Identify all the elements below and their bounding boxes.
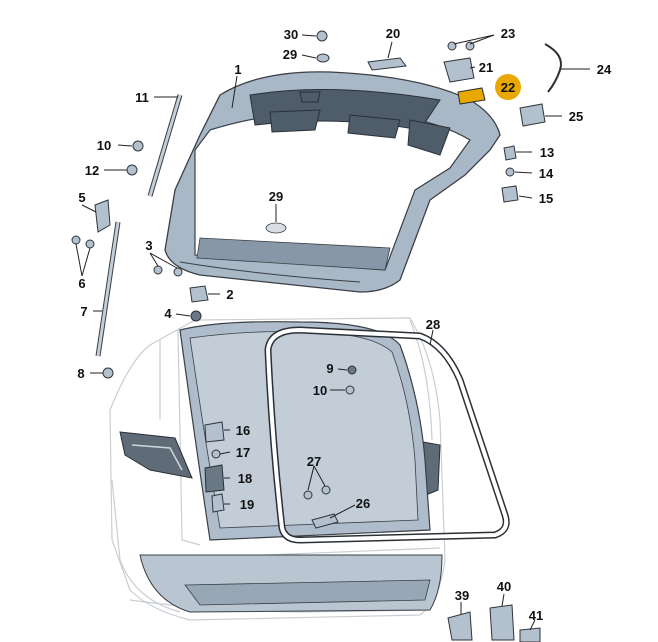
callout-40[interactable]: 40 <box>497 579 511 594</box>
svg-text:3: 3 <box>145 238 152 253</box>
callout-28[interactable]: 28 <box>426 317 440 332</box>
callout-10-lower[interactable]: 10 <box>313 383 327 398</box>
callout-8[interactable]: 8 <box>77 366 84 381</box>
svg-text:23: 23 <box>501 26 515 41</box>
svg-text:17: 17 <box>236 445 250 460</box>
bolts-left <box>71 140 183 379</box>
svg-text:16: 16 <box>236 423 250 438</box>
svg-text:40: 40 <box>497 579 511 594</box>
callout-29-top[interactable]: 29 <box>283 47 297 62</box>
svg-text:20: 20 <box>386 26 400 41</box>
svg-text:10: 10 <box>313 383 327 398</box>
svg-text:14: 14 <box>539 166 554 181</box>
callout-2[interactable]: 2 <box>226 287 233 302</box>
right-clips <box>501 145 519 203</box>
callout-24[interactable]: 24 <box>597 62 612 77</box>
svg-text:7: 7 <box>80 304 87 319</box>
svg-text:28: 28 <box>426 317 440 332</box>
svg-text:2: 2 <box>226 287 233 302</box>
callout-15[interactable]: 15 <box>539 191 553 206</box>
callout-4[interactable]: 4 <box>164 306 172 321</box>
leader-lines <box>75 34 590 631</box>
callout-16[interactable]: 16 <box>236 423 250 438</box>
tail-light <box>119 431 193 479</box>
callout-29-lid[interactable]: 29 <box>269 189 283 204</box>
svg-text:1: 1 <box>234 62 241 77</box>
callout-41[interactable]: 41 <box>529 608 543 623</box>
svg-text:19: 19 <box>240 497 254 512</box>
svg-text:18: 18 <box>238 471 252 486</box>
svg-text:25: 25 <box>569 109 583 124</box>
callout-22[interactable]: 22 <box>495 74 521 100</box>
callout-9[interactable]: 9 <box>326 361 333 376</box>
callout-30[interactable]: 30 <box>284 27 298 42</box>
svg-text:12: 12 <box>85 163 99 178</box>
svg-text:30: 30 <box>284 27 298 42</box>
svg-text:6: 6 <box>78 276 85 291</box>
callout-14[interactable]: 14 <box>539 166 554 181</box>
rear-opening-panel <box>179 321 431 541</box>
svg-text:13: 13 <box>540 145 554 160</box>
svg-text:39: 39 <box>455 588 469 603</box>
svg-text:8: 8 <box>77 366 84 381</box>
callout-7[interactable]: 7 <box>80 304 87 319</box>
callout-12[interactable]: 12 <box>85 163 99 178</box>
callout-1[interactable]: 1 <box>234 62 241 77</box>
callout-20[interactable]: 20 <box>386 26 400 41</box>
tailgate-lid <box>164 71 501 293</box>
callout-21[interactable]: 21 <box>479 60 493 75</box>
svg-text:4: 4 <box>164 306 172 321</box>
rear-bumper <box>139 554 443 613</box>
bottom-right-parts <box>447 604 541 642</box>
svg-text:11: 11 <box>135 90 149 105</box>
callout-10-upper[interactable]: 10 <box>97 138 111 153</box>
svg-text:29: 29 <box>283 47 297 62</box>
svg-text:29: 29 <box>269 189 283 204</box>
callout-39[interactable]: 39 <box>455 588 469 603</box>
callout-3[interactable]: 3 <box>145 238 152 253</box>
svg-text:5: 5 <box>78 190 85 205</box>
callout-23[interactable]: 23 <box>501 26 515 41</box>
hinge-bracket <box>94 199 111 233</box>
svg-text:24: 24 <box>597 62 612 77</box>
callout-19[interactable]: 19 <box>240 497 254 512</box>
callout-26[interactable]: 26 <box>356 496 370 511</box>
svg-text:10: 10 <box>97 138 111 153</box>
svg-text:15: 15 <box>539 191 553 206</box>
door-seal <box>264 326 510 544</box>
svg-text:27: 27 <box>307 454 321 469</box>
svg-text:21: 21 <box>479 60 493 75</box>
callout-17[interactable]: 17 <box>236 445 250 460</box>
callout-5[interactable]: 5 <box>78 190 85 205</box>
svg-text:41: 41 <box>529 608 543 623</box>
callout-13[interactable]: 13 <box>540 145 554 160</box>
striker-parts <box>189 285 209 322</box>
callout-6[interactable]: 6 <box>78 276 85 291</box>
gas-strut-lower <box>95 221 121 357</box>
svg-text:26: 26 <box>356 496 370 511</box>
callout-18[interactable]: 18 <box>238 471 252 486</box>
svg-text:9: 9 <box>326 361 333 376</box>
callout-27[interactable]: 27 <box>307 454 321 469</box>
gas-strut-upper <box>147 94 183 197</box>
callout-25[interactable]: 25 <box>569 109 583 124</box>
callout-11[interactable]: 11 <box>135 90 149 105</box>
svg-text:22: 22 <box>501 80 515 95</box>
